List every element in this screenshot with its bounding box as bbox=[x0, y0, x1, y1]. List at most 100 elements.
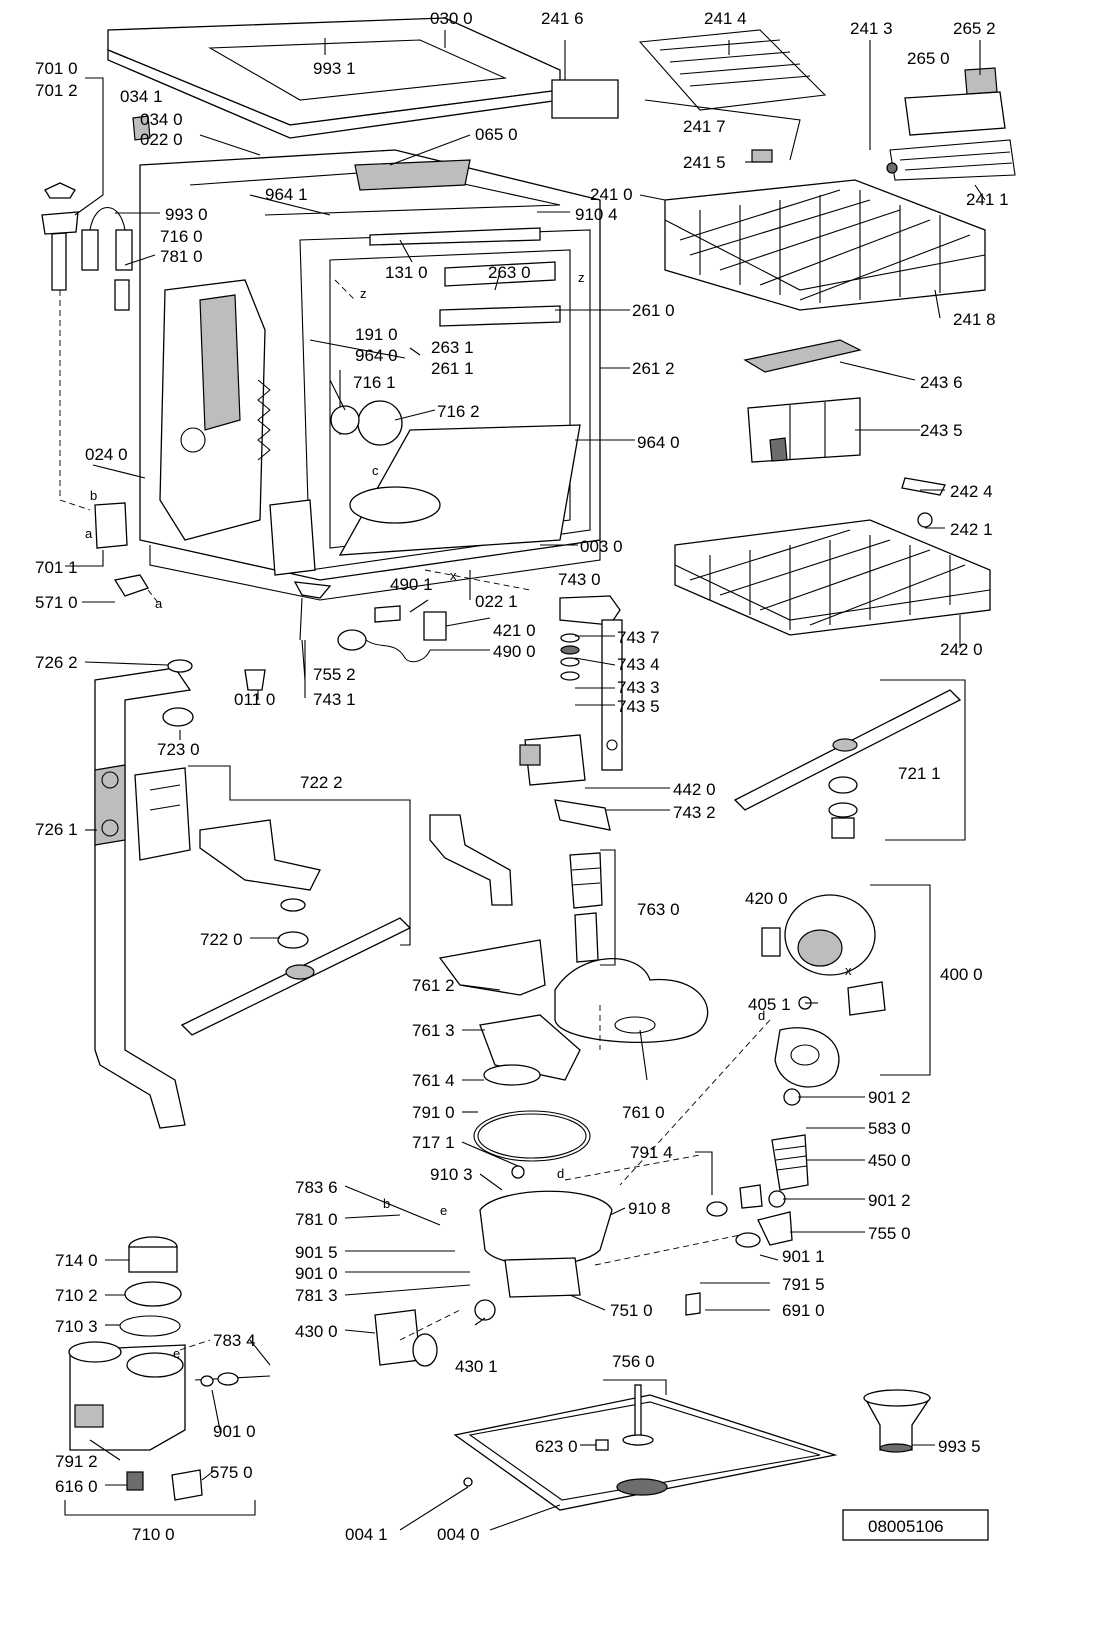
label-241-1: 241 1 bbox=[966, 190, 1009, 209]
label-420-0: 420 0 bbox=[745, 889, 788, 908]
label-717-1: 717 1 bbox=[412, 1133, 455, 1152]
label-901-0-a: 901 0 bbox=[295, 1264, 338, 1283]
label-901-2-b: 901 2 bbox=[868, 1191, 911, 1210]
label-583-0: 583 0 bbox=[868, 1119, 911, 1138]
reference-number-box bbox=[842, 1509, 989, 1541]
label-701-2: 701 2 bbox=[35, 81, 78, 100]
label-755-2: 755 2 bbox=[313, 665, 356, 684]
lower-basket-drawing bbox=[674, 339, 991, 636]
label-781-0-top: 781 0 bbox=[160, 247, 203, 266]
label-761-2: 761 2 bbox=[412, 976, 455, 995]
label-065-0: 065 0 bbox=[475, 125, 518, 144]
label-242-1: 242 1 bbox=[950, 520, 993, 539]
label-901-0-b: 901 0 bbox=[213, 1422, 256, 1441]
label-910-3: 910 3 bbox=[430, 1165, 473, 1184]
label-004-0: 004 0 bbox=[437, 1525, 480, 1544]
label-490-1: 490 1 bbox=[390, 575, 433, 594]
label-034-1: 034 1 bbox=[120, 87, 163, 106]
connector-letter-d: d bbox=[557, 1166, 564, 1181]
label-901-5: 901 5 bbox=[295, 1243, 338, 1262]
label-261-0: 261 0 bbox=[632, 301, 675, 320]
softener-drawing bbox=[68, 1236, 438, 1501]
label-791-2: 791 2 bbox=[55, 1452, 98, 1471]
label-421-0: 421 0 bbox=[493, 621, 536, 640]
label-964-1: 964 1 bbox=[265, 185, 308, 204]
label-714-0: 714 0 bbox=[55, 1251, 98, 1270]
label-571-0: 571 0 bbox=[35, 593, 78, 612]
label-261-2: 261 2 bbox=[632, 359, 675, 378]
label-783-6: 783 6 bbox=[295, 1178, 338, 1197]
label-241-6: 241 6 bbox=[541, 9, 584, 28]
label-623-0: 623 0 bbox=[535, 1437, 578, 1456]
label-710-0: 710 0 bbox=[132, 1525, 175, 1544]
label-442-0: 442 0 bbox=[673, 780, 716, 799]
label-791-4: 791 4 bbox=[630, 1143, 673, 1162]
label-243-6: 243 6 bbox=[920, 373, 963, 392]
label-743-3: 743 3 bbox=[617, 678, 660, 697]
label-261-1: 261 1 bbox=[431, 359, 474, 378]
label-242-0: 242 0 bbox=[940, 640, 983, 659]
label-131-0: 131 0 bbox=[385, 263, 428, 282]
label-241-5: 241 5 bbox=[683, 153, 726, 172]
label-004-1: 004 1 bbox=[345, 1525, 388, 1544]
label-011-0: 011 0 bbox=[234, 690, 275, 709]
label-242-4: 242 4 bbox=[950, 482, 993, 501]
label-405-1: 405 1 bbox=[748, 995, 791, 1014]
label-710-2: 710 2 bbox=[55, 1286, 98, 1305]
label-400-0: 400 0 bbox=[940, 965, 983, 984]
tub-cabinet-drawing bbox=[139, 149, 601, 601]
connector-letters: a a b b c d d e e x x z z bbox=[85, 270, 852, 1361]
label-241-7: 241 7 bbox=[683, 117, 726, 136]
label-616-0: 616 0 bbox=[55, 1477, 98, 1496]
label-761-3: 761 3 bbox=[412, 1021, 455, 1040]
label-716-2: 716 2 bbox=[437, 402, 480, 421]
label-743-7: 743 7 bbox=[617, 628, 660, 647]
label-691-0: 691 0 bbox=[782, 1301, 825, 1320]
label-964-0-a: 964 0 bbox=[355, 346, 398, 365]
connector-letter-z: z bbox=[578, 270, 585, 285]
label-993-1: 993 1 bbox=[313, 59, 356, 78]
label-710-3: 710 3 bbox=[55, 1317, 98, 1336]
label-901-1: 901 1 bbox=[782, 1247, 825, 1266]
label-241-8: 241 8 bbox=[953, 310, 996, 329]
funnel-drawing bbox=[863, 1389, 932, 1453]
middle-parts-drawing bbox=[244, 581, 623, 831]
label-993-5: 993 5 bbox=[938, 1437, 981, 1456]
connector-letter-a: a bbox=[85, 526, 93, 541]
label-241-3: 241 3 bbox=[850, 19, 893, 38]
label-721-1: 721 1 bbox=[898, 764, 941, 783]
label-726-2: 726 2 bbox=[35, 653, 78, 672]
label-761-0: 761 0 bbox=[622, 1103, 665, 1122]
worktop-drawing bbox=[107, 17, 561, 139]
label-743-1: 743 1 bbox=[313, 690, 356, 709]
connector-letter-e: e bbox=[173, 1346, 180, 1361]
left-top-components-drawing bbox=[41, 115, 161, 606]
label-910-8: 910 8 bbox=[628, 1199, 671, 1218]
label-430-0: 430 0 bbox=[295, 1322, 338, 1341]
connector-letter-e: e bbox=[440, 1203, 447, 1218]
reference-number: 08005106 bbox=[868, 1517, 944, 1536]
label-430-1: 430 1 bbox=[455, 1357, 498, 1376]
label-901-2-a: 901 2 bbox=[868, 1088, 911, 1107]
connector-letter-a: a bbox=[155, 596, 163, 611]
label-575-0: 575 0 bbox=[210, 1463, 253, 1482]
label-743-0: 743 0 bbox=[558, 570, 601, 589]
label-024-0: 024 0 bbox=[85, 445, 128, 464]
assembly-lines bbox=[179, 279, 771, 1351]
label-743-2: 743 2 bbox=[673, 803, 716, 822]
upper-basket-drawing bbox=[551, 29, 1016, 311]
label-743-5: 743 5 bbox=[617, 697, 660, 716]
label-763-0: 763 0 bbox=[637, 900, 680, 919]
label-761-4: 761 4 bbox=[412, 1071, 455, 1090]
label-993-0: 993 0 bbox=[165, 205, 208, 224]
sump-drawing bbox=[429, 814, 709, 1321]
label-756-0: 756 0 bbox=[612, 1352, 655, 1371]
label-910-4: 910 4 bbox=[575, 205, 618, 224]
base-drawing bbox=[453, 1384, 838, 1511]
label-751-0: 751 0 bbox=[610, 1301, 653, 1320]
label-241-0: 241 0 bbox=[590, 185, 633, 204]
label-034-0: 034 0 bbox=[140, 110, 183, 129]
label-243-5: 243 5 bbox=[920, 421, 963, 440]
label-726-1: 726 1 bbox=[35, 820, 78, 839]
